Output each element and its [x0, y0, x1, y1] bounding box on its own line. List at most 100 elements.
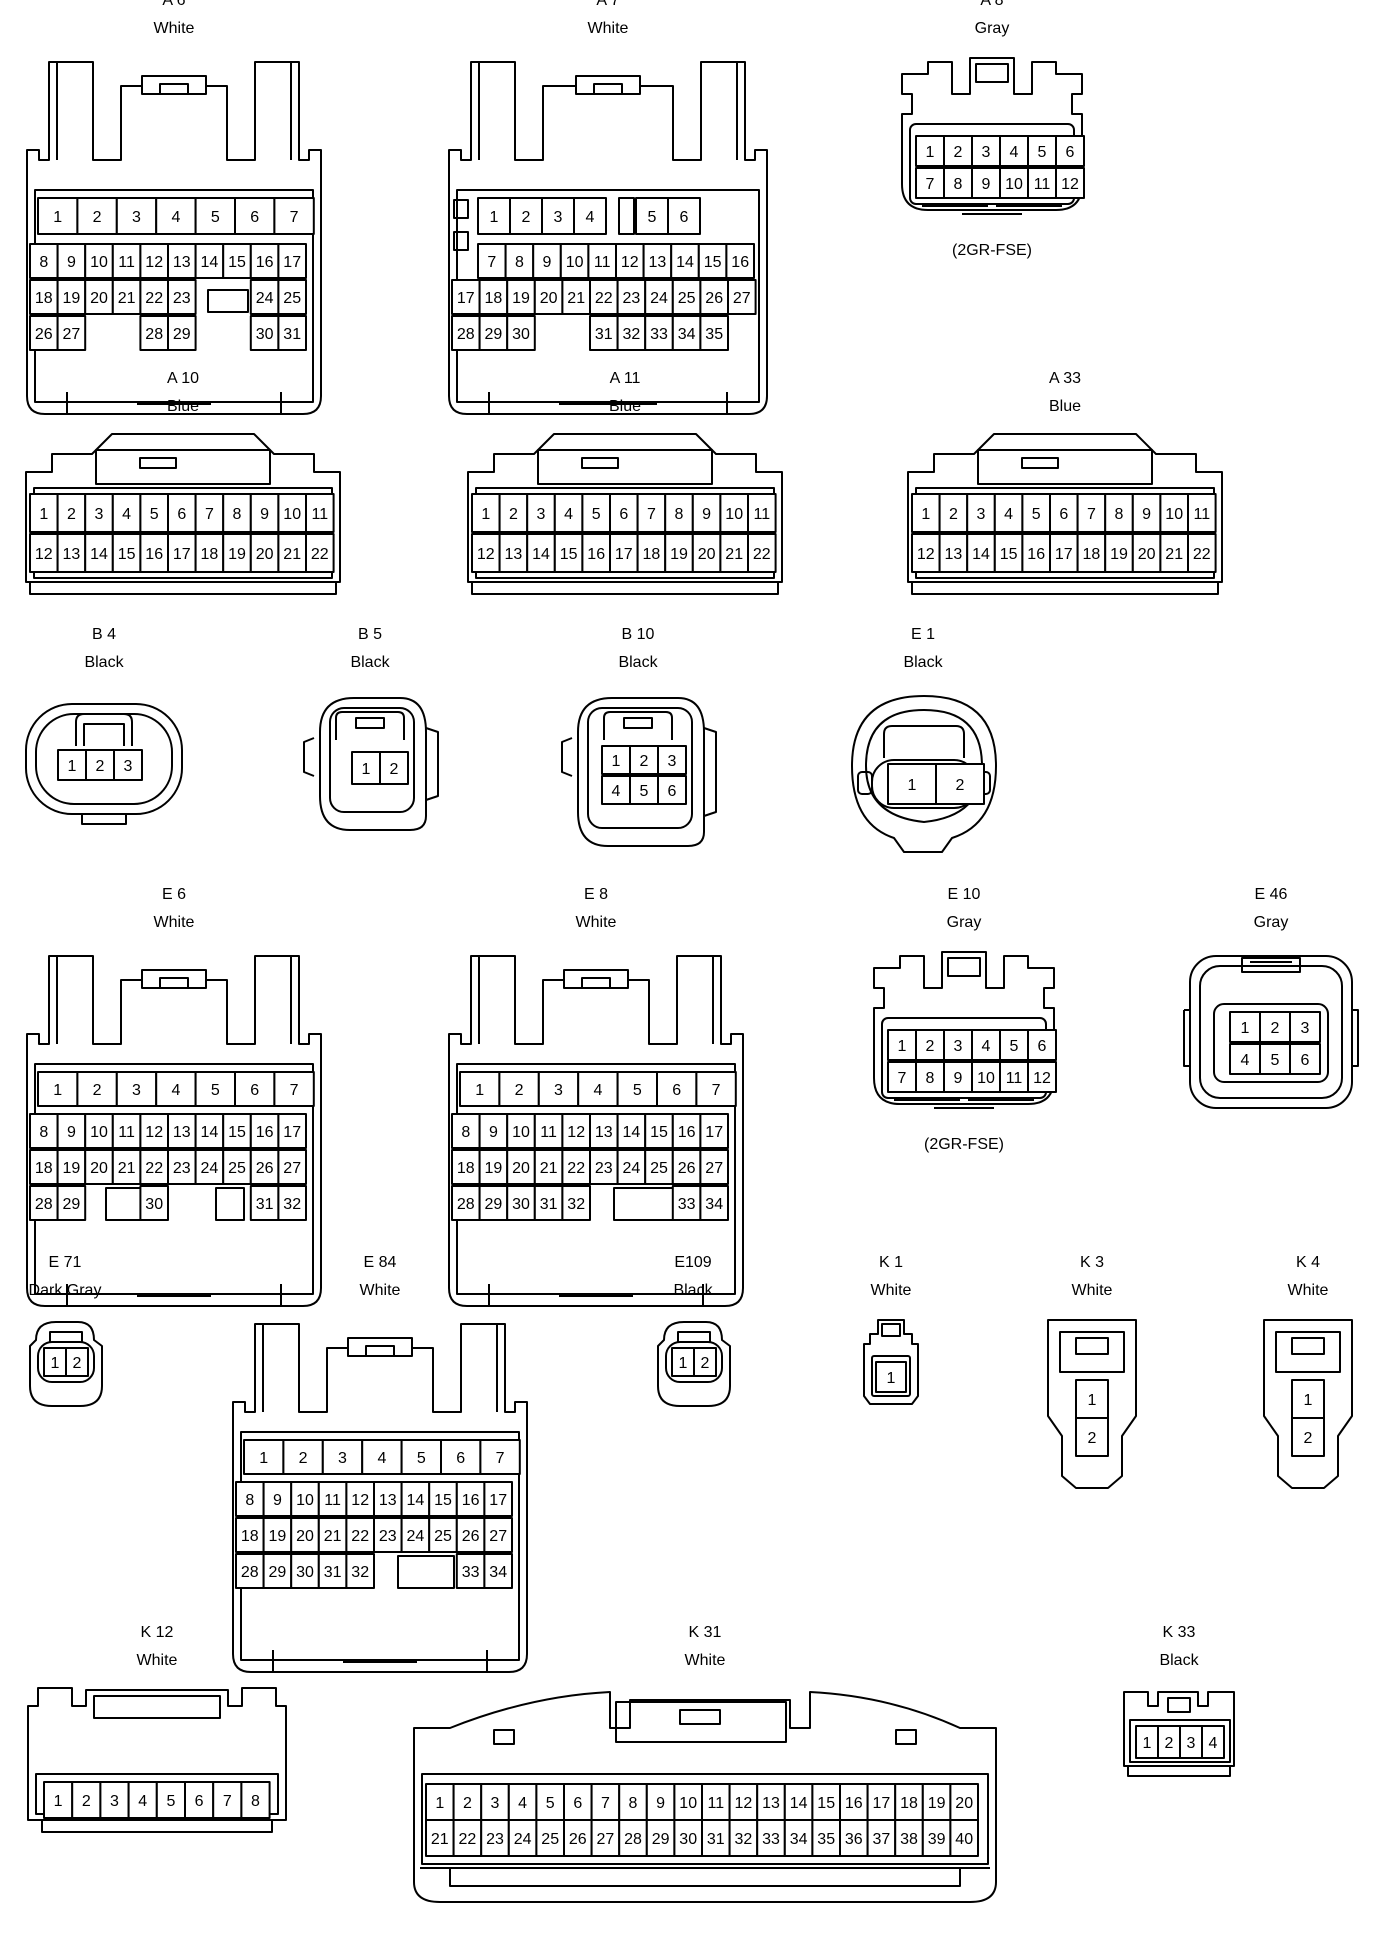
- pin-cavity: [673, 316, 701, 350]
- pin-cell: 2: [940, 494, 968, 532]
- pin-number: 3: [338, 1450, 347, 1467]
- pin-number: 2: [640, 753, 649, 770]
- pin-number: 5: [1032, 506, 1041, 523]
- pin-number: 14: [201, 254, 219, 271]
- pin-number: 28: [35, 1196, 53, 1213]
- pin-cavity: [274, 198, 313, 234]
- pin-cell: 5: [618, 1072, 657, 1106]
- pin-cell: 34: [700, 1186, 728, 1220]
- pin-cavity: [319, 1482, 347, 1516]
- pin-cell: 5: [196, 1072, 235, 1106]
- lock-arch: [678, 1332, 710, 1342]
- pin-number: 22: [753, 546, 771, 563]
- pin-cavity: [673, 280, 701, 314]
- pin-number: 29: [173, 326, 191, 343]
- pin-number: 1: [54, 1793, 63, 1810]
- connector-id: E 71: [48, 1254, 82, 1271]
- pin-cavity: [574, 198, 606, 234]
- pin-cell: 5: [1260, 1044, 1290, 1074]
- pin-number: 32: [623, 326, 641, 343]
- pin-number: 4: [586, 209, 595, 226]
- pin-number: 4: [377, 1450, 386, 1467]
- pin-cell: 3: [100, 1782, 128, 1818]
- pin-cell: 23: [168, 280, 196, 314]
- pin-number: 6: [456, 1450, 465, 1467]
- pin-cell: 8: [223, 494, 251, 532]
- pin-cavity: [457, 1554, 485, 1588]
- pin-cell: 6: [1028, 1030, 1056, 1060]
- pin-number: 8: [515, 254, 524, 271]
- pin-cavity: [140, 1114, 168, 1148]
- pin-number: 18: [643, 546, 661, 563]
- pin-number: 22: [459, 1831, 477, 1848]
- bottom-keys: [67, 1284, 281, 1306]
- connector-color: White: [587, 20, 629, 37]
- connector-color: Black: [1159, 1652, 1199, 1669]
- connector-id: A 7: [596, 0, 620, 9]
- pin-cavity: [168, 244, 196, 278]
- pin-number: 2: [949, 506, 958, 523]
- pin-number: 1: [362, 761, 371, 778]
- pin-cell: 6: [657, 1072, 696, 1106]
- pin-number: 27: [733, 290, 751, 307]
- pin-number: 14: [407, 1492, 425, 1509]
- pin-cell: 28: [452, 1186, 480, 1220]
- pin-cavity: [536, 1820, 564, 1856]
- connector-color: White: [136, 1652, 178, 1669]
- pin-cavity: [264, 1554, 292, 1588]
- pin-cell: 23: [590, 1150, 618, 1184]
- pin-cell: 8: [241, 1782, 269, 1818]
- pin-cavity: [916, 1030, 944, 1060]
- pin-number: 3: [668, 753, 677, 770]
- pin-cell: 10: [1160, 494, 1188, 532]
- pin-cavity: [657, 1072, 696, 1106]
- pin-number: 24: [514, 1831, 532, 1848]
- pin-number: 16: [145, 546, 163, 563]
- inner-wall: [588, 708, 692, 828]
- pin-number: 8: [39, 254, 48, 271]
- connector-color: White: [870, 1282, 912, 1299]
- pin-cell: 6: [185, 1782, 213, 1818]
- pin-number: 2: [96, 758, 105, 775]
- pin-cavity: [38, 1072, 77, 1106]
- pin-number: 22: [311, 546, 329, 563]
- pin-number: 8: [675, 506, 684, 523]
- lock-arch: [884, 726, 964, 758]
- pin-number: 8: [461, 1124, 470, 1141]
- pin-cavity: [1290, 1012, 1320, 1042]
- pin-number: 26: [35, 326, 53, 343]
- pin-cell: 21: [1160, 534, 1188, 572]
- pin-cell: 24: [196, 1150, 224, 1184]
- side-slot: [454, 232, 468, 250]
- pin-cell: 12: [140, 244, 168, 278]
- pin-number: 4: [171, 209, 180, 226]
- pin-number: 7: [487, 254, 496, 271]
- pin-number: 1: [259, 1450, 268, 1467]
- pin-cell: 18: [1078, 534, 1106, 572]
- connector-id: B 4: [91, 626, 116, 643]
- pin-number: 12: [351, 1492, 369, 1509]
- connector-color: Gray: [946, 914, 982, 931]
- pin-number: 12: [1061, 176, 1079, 193]
- pin-cavity: [380, 752, 408, 784]
- pin-number: 10: [90, 254, 108, 271]
- base-rail: [472, 582, 778, 594]
- pin-cavity: [1290, 1044, 1320, 1074]
- pin-cavity: [888, 1030, 916, 1060]
- connector-color: Dark Gray: [28, 1282, 102, 1299]
- pin-cavity: [196, 494, 224, 532]
- pin-number: 3: [554, 209, 563, 226]
- pin-cavity: [251, 316, 279, 350]
- pin-number: 27: [63, 326, 81, 343]
- pin-cavity: [645, 316, 673, 350]
- pin-cell: 6: [564, 1784, 592, 1820]
- pin-cell: 32: [346, 1554, 374, 1588]
- pin-cavity: [1230, 1044, 1260, 1074]
- connector-id: A 33: [1048, 370, 1082, 387]
